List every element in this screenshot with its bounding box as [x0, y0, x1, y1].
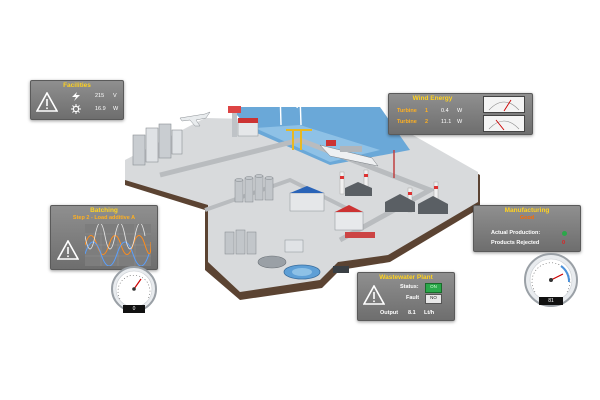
fault-value: NO	[430, 295, 437, 300]
manufacturing-panel[interactable]: Manufacturing Good Actual Production: Pr…	[473, 205, 581, 252]
manufacturing-status: Good	[519, 215, 535, 221]
batching-title: Batching	[90, 207, 118, 214]
output-value: 8.1	[408, 310, 416, 316]
cargo-ship	[319, 140, 379, 167]
port-crane	[286, 129, 312, 150]
wind-turbines	[267, 77, 312, 126]
factory-building	[334, 205, 375, 238]
facilities-panel[interactable]: Facilities 215 V 16.9 W	[30, 80, 124, 120]
wind-title: Wind Energy	[412, 95, 453, 102]
power-unit: W	[113, 106, 119, 112]
road-secondary	[204, 177, 361, 217]
lightning-icon	[72, 92, 80, 101]
control-tower	[228, 106, 241, 137]
batching-gauge-value: 0	[132, 306, 136, 312]
manufacturing-gauge-value: 81	[548, 298, 554, 304]
facilities-title: Facilities	[63, 82, 91, 89]
wastewater-tanks	[257, 255, 321, 280]
turbine-1-value: 0.4	[441, 108, 449, 114]
warning-icon	[57, 240, 79, 260]
batching-step: Step 2 - Load additive A	[72, 215, 136, 221]
warning-icon	[36, 92, 58, 112]
turbine-2-num: 2	[425, 119, 429, 125]
output-unit: Lt/h	[424, 310, 435, 316]
wind-energy-panel[interactable]: Wind Energy Turbine 1 0.4 W Turbine 2 11…	[388, 93, 533, 135]
warning-icon	[363, 285, 385, 305]
manufacturing-gauge: 81	[523, 252, 579, 315]
actual-production-label: Actual Production:	[491, 230, 541, 236]
batching-panel[interactable]: Batching Step 2 - Load additive A	[50, 205, 158, 270]
products-rejected-value: 0	[562, 240, 566, 246]
turbine-2-value: 11.1	[441, 119, 452, 125]
truck	[333, 266, 349, 273]
turbine-2-unit: W	[457, 119, 463, 125]
wastewater-title: Wastewater Plant	[379, 274, 433, 281]
manufacturing-sheds	[345, 182, 448, 214]
red-building	[237, 118, 259, 137]
wastewater-panel[interactable]: Wastewater Plant Status: ON Fault NO Out…	[357, 272, 455, 321]
batching-trend-graph	[85, 224, 151, 266]
fault-badge	[425, 294, 442, 304]
gear-icon	[71, 104, 81, 114]
manufacturing-title: Manufacturing	[504, 207, 550, 214]
voltage-value: 215	[95, 93, 105, 99]
office-towers	[132, 123, 183, 166]
batching-gauge: 0	[110, 265, 158, 322]
output-label: Output	[380, 310, 399, 316]
status-badge	[425, 283, 442, 293]
voltage-unit: V	[113, 93, 117, 99]
road-main	[159, 137, 436, 243]
blue-building	[289, 186, 325, 212]
turbine-1-num: 1	[425, 108, 429, 114]
turbine-1-label: Turbine	[397, 108, 417, 114]
turbine-1-meter	[483, 96, 525, 113]
airplane	[179, 111, 211, 127]
turbine-2-meter	[483, 115, 525, 132]
power-value: 16.9	[95, 106, 106, 112]
status-value: ON	[430, 284, 437, 289]
status-label: Status:	[400, 284, 419, 290]
products-rejected-label: Products Rejected	[491, 240, 540, 246]
silos	[234, 174, 274, 203]
batching-silos	[224, 229, 257, 255]
turbine-1-unit: W	[457, 108, 463, 114]
warehouse	[284, 239, 304, 253]
fault-label: Fault	[406, 295, 420, 301]
production-ok-indicator	[562, 231, 567, 236]
turbine-2-label: Turbine	[397, 119, 417, 125]
